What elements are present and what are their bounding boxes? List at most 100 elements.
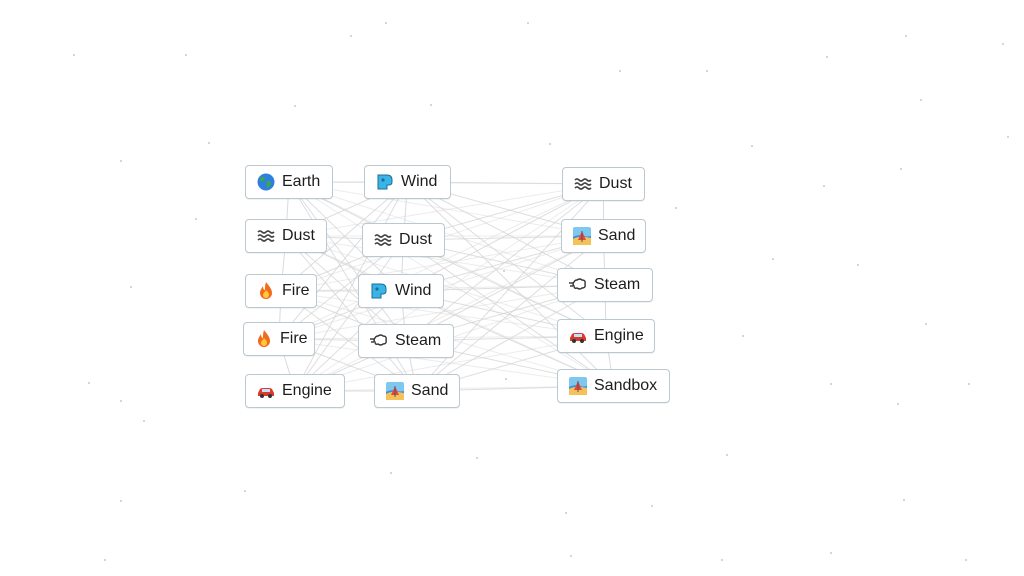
connection-line: [278, 181, 408, 340]
background-dot: [742, 335, 744, 337]
background-dot: [390, 472, 392, 474]
background-dot: [721, 559, 723, 561]
tile-label: Dust: [399, 231, 432, 248]
connection-line: [294, 239, 404, 392]
connection-line: [278, 183, 604, 340]
tile-dust[interactable]: Dust: [562, 167, 645, 201]
background-dot: [900, 168, 902, 170]
background-dot: [73, 54, 75, 56]
beach-icon: [568, 376, 588, 396]
connection-line: [285, 235, 418, 392]
tile-label: Wind: [401, 173, 438, 190]
connection-line: [407, 181, 607, 337]
tile-label: Sand: [598, 227, 636, 244]
connection-line: [280, 290, 607, 337]
tile-dust[interactable]: Dust: [362, 223, 445, 257]
tile-sand[interactable]: Sand: [374, 374, 460, 408]
background-dot: [619, 70, 621, 72]
background-dot: [195, 218, 197, 220]
tile-label: Sandbox: [594, 377, 658, 394]
background-dot: [772, 258, 774, 260]
background-dot: [208, 142, 210, 144]
background-dot: [430, 104, 432, 106]
tile-label: Engine: [282, 382, 332, 399]
background-dot: [830, 552, 832, 554]
connection-line: [280, 235, 604, 292]
tile-wind[interactable]: Wind: [358, 274, 444, 308]
steam-icon: [369, 331, 389, 351]
background-dot: [651, 505, 653, 507]
connection-line: [405, 235, 604, 342]
beach-icon: [572, 226, 592, 246]
waves-icon: [373, 230, 393, 250]
background-dot: [104, 559, 106, 561]
background-dot: [565, 512, 567, 514]
car-icon: [568, 326, 588, 346]
background-dot: [385, 22, 387, 24]
fire-icon: [256, 281, 276, 301]
tile-label: Steam: [395, 332, 442, 349]
tile-fire[interactable]: Fire: [243, 322, 315, 356]
background-dot: [726, 454, 728, 456]
tile-label: Engine: [594, 327, 644, 344]
background-dot: [706, 70, 708, 72]
connection-line: [400, 183, 604, 292]
tile-steam[interactable]: Steam: [358, 324, 454, 358]
background-dot: [823, 185, 825, 187]
connection-line: [294, 335, 607, 392]
tile-label: Dust: [599, 175, 632, 192]
tile-label: Earth: [282, 173, 321, 190]
background-dot: [903, 499, 905, 501]
background-dot: [675, 207, 677, 209]
tile-engine[interactable]: Engine: [557, 319, 655, 353]
connection-line: [285, 183, 604, 237]
tile-dust[interactable]: Dust: [245, 219, 327, 253]
connection-line: [285, 235, 407, 342]
background-dot: [130, 286, 132, 288]
tile-label: Sand: [411, 382, 449, 399]
fire-icon: [254, 329, 274, 349]
background-dot: [244, 490, 246, 492]
background-dot: [857, 264, 859, 266]
connection-line: [288, 181, 607, 337]
background-dot: [1002, 43, 1004, 45]
tile-engine[interactable]: Engine: [245, 374, 345, 408]
background-dot: [120, 400, 122, 402]
connection-line: [280, 181, 408, 292]
tile-steam[interactable]: Steam: [557, 268, 653, 302]
connection-line: [407, 181, 606, 286]
connection-line: [416, 235, 604, 392]
tile-label: Fire: [282, 282, 310, 299]
waves-icon: [256, 226, 276, 246]
background-dot: [503, 270, 505, 272]
tile-label: Dust: [282, 227, 315, 244]
car-icon: [256, 381, 276, 401]
background-dot: [88, 382, 90, 384]
connection-line: [405, 183, 604, 342]
background-dot: [120, 160, 122, 162]
background-dot: [751, 145, 753, 147]
connection-line: [285, 235, 606, 286]
background-dot: [350, 35, 352, 37]
tile-sand[interactable]: Sand: [561, 219, 646, 253]
connection-line: [403, 239, 614, 387]
tile-wind[interactable]: Wind: [364, 165, 451, 199]
background-dot: [1007, 136, 1009, 138]
background-dot: [826, 56, 828, 58]
tile-fire[interactable]: Fire: [245, 274, 317, 308]
connection-line: [288, 181, 606, 286]
tile-earth[interactable]: Earth: [245, 165, 333, 199]
tile-label: Wind: [395, 282, 432, 299]
connection-line: [278, 284, 606, 340]
background-dot: [905, 35, 907, 37]
steam-icon: [568, 275, 588, 295]
connection-line: [288, 181, 407, 342]
tile-sandbox[interactable]: Sandbox: [557, 369, 670, 403]
beach-icon: [385, 381, 405, 401]
wind-icon: [375, 172, 395, 192]
background-dot: [570, 555, 572, 557]
background-dot: [965, 559, 967, 561]
background-dot: [120, 500, 122, 502]
